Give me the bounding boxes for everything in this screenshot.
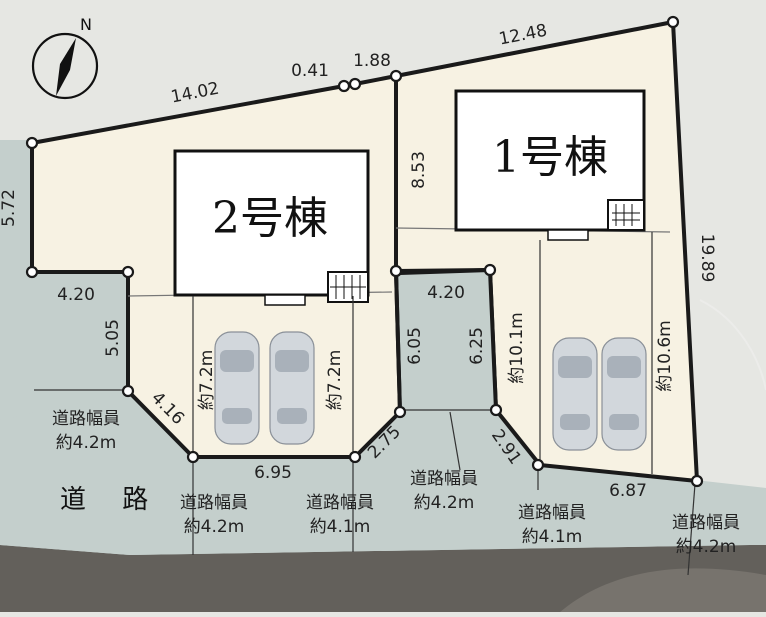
- building-1-stairs: [607, 199, 645, 231]
- lot-divider: [394, 270, 402, 413]
- dim-lot2-flag-width: 4.20: [57, 285, 95, 305]
- compass-needle-icon: [56, 38, 76, 96]
- depth-arrows: [34, 232, 696, 576]
- road-width-4-line1: 道路幅員: [410, 469, 478, 489]
- road-width-3: 道路幅員 約4.1m: [306, 493, 374, 537]
- road-width-5: 道路幅員 約4.1m: [518, 503, 586, 547]
- road-width-6-line2: 約4.2m: [676, 537, 737, 557]
- road-width-3-line2: 約4.1m: [310, 517, 371, 537]
- decor-stroke: [699, 299, 766, 391]
- road-width-2-line1: 道路幅員: [180, 493, 248, 513]
- road-width-4: 道路幅員 約4.2m: [410, 469, 478, 513]
- compass-label: N: [80, 15, 92, 34]
- vertex-markers: [25, 15, 704, 488]
- note-lot2-depth-a: 約7.2m: [197, 350, 217, 411]
- road-width-2: 道路幅員 約4.2m: [180, 493, 248, 537]
- car-lot2-b: [269, 331, 315, 445]
- building-1-entrance: [547, 229, 589, 241]
- road-width-4-line2: 約4.2m: [414, 493, 475, 513]
- building-2-entrance: [264, 294, 306, 306]
- dim-lot2-flag-depth: 5.05: [103, 319, 123, 357]
- building-1: [454, 89, 646, 232]
- road-width-5-line2: 約4.1m: [522, 527, 583, 547]
- dim-lot2-frontage: 6.95: [254, 463, 292, 483]
- road-label: 道 路: [60, 485, 162, 515]
- road-width-2-line2: 約4.2m: [184, 517, 245, 537]
- car-lot1-b: [601, 337, 647, 451]
- dim-lot1-frontage: 6.87: [609, 481, 647, 501]
- compass-ring: [31, 32, 99, 100]
- road-width-5-line1: 道路幅員: [518, 503, 586, 523]
- lot1-flag-gap: [400, 270, 496, 412]
- road-width-1: 道路幅員 約4.2m: [52, 409, 120, 453]
- note-lot1-depth-a: 約10.1m: [507, 312, 527, 383]
- compass: N: [31, 15, 99, 100]
- dim-left-side: 5.72: [0, 189, 19, 227]
- building-2-stairs-grid: [330, 275, 366, 299]
- road-width-3-line1: 道路幅員: [306, 493, 374, 513]
- dim-lot1-flag-width: 4.20: [427, 283, 465, 303]
- note-lot1-depth-b: 約10.6m: [655, 320, 675, 391]
- dim-top-left: 14.02: [169, 79, 221, 108]
- dim-top-small-1: 0.41: [291, 61, 329, 81]
- building-2-label: 2号棟: [212, 193, 328, 244]
- road-main: [0, 392, 766, 555]
- road-width-6: 道路幅員 約4.2m: [672, 513, 740, 557]
- dim-top-small-2: 1.88: [353, 51, 391, 71]
- road-width-6-line1: 道路幅員: [672, 513, 740, 533]
- building-1-stairs-grid: [612, 204, 640, 226]
- dim-top-right: 12.48: [497, 21, 549, 50]
- note-lot2-depth-b: 約7.2m: [325, 350, 345, 411]
- dim-center-depth: 8.53: [409, 151, 429, 189]
- dim-lot1-flag-left: 6.05: [405, 327, 425, 365]
- dim-lot1-flag-right: 6.25: [467, 327, 487, 365]
- car-lot1-a: [552, 337, 598, 451]
- decor-leaf: [560, 568, 766, 612]
- building-1-label: 1号棟: [492, 132, 608, 183]
- car-lot2-a: [214, 331, 260, 445]
- dim-right-side: 19.89: [697, 234, 717, 283]
- road-width-1-line1: 道路幅員: [52, 409, 120, 429]
- road-width-1-line2: 約4.2m: [56, 433, 117, 453]
- lot2-flag-gap: [34, 274, 126, 390]
